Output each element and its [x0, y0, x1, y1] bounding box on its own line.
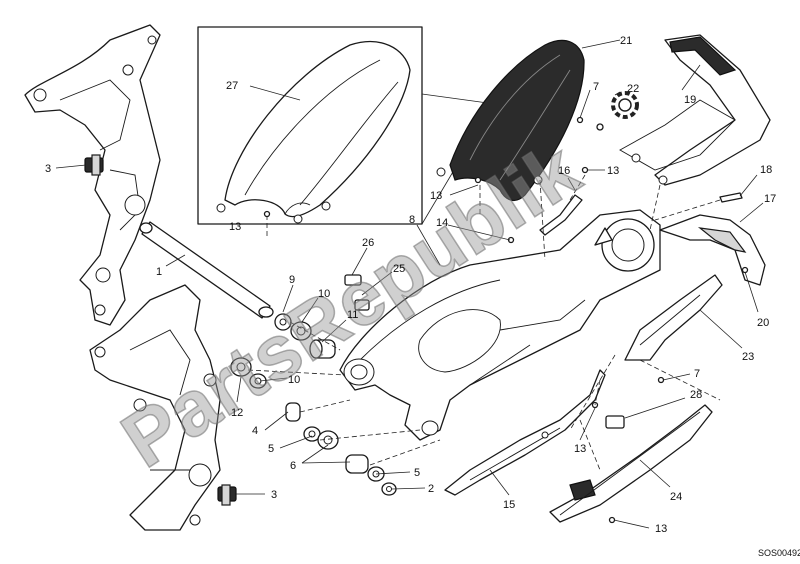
swingarm	[339, 209, 661, 441]
callout-3: 3	[271, 489, 277, 501]
callout-8: 8	[409, 214, 415, 226]
tail-cover	[619, 34, 771, 186]
inset-detail-box	[197, 26, 496, 238]
callout-7: 7	[593, 81, 599, 93]
callout-28: 28	[690, 389, 702, 401]
callout-16: 16	[558, 165, 570, 177]
callout-4: 4	[252, 425, 258, 437]
callout-27: 27	[226, 80, 238, 92]
callout-22: 22	[627, 83, 639, 95]
small-parts	[344, 192, 743, 429]
chain-slider	[624, 274, 723, 361]
assembly-lines	[247, 174, 721, 471]
callout-25: 25	[393, 263, 405, 275]
callout-10: 10	[318, 288, 330, 300]
frame-bracket-lower	[89, 284, 221, 531]
callout-15: 15	[503, 499, 515, 511]
callout-26: 26	[362, 237, 374, 249]
callout-1: 1	[156, 266, 162, 278]
callout-18: 18	[760, 164, 772, 176]
callout-17: 17	[764, 193, 776, 205]
callout-10: 10	[288, 374, 300, 386]
callout-11: 11	[347, 309, 358, 321]
bolt-lower	[217, 484, 237, 506]
callout-5: 5	[268, 443, 274, 455]
callout-23: 23	[742, 351, 754, 363]
callout-2: 2	[428, 483, 434, 495]
callout-9: 9	[289, 274, 295, 286]
chain-guard-upper	[659, 214, 766, 286]
leader-lines	[55, 39, 764, 529]
callout-12: 12	[231, 407, 243, 419]
callout-7: 7	[694, 368, 700, 380]
callout-5: 5	[414, 467, 420, 479]
callout-6: 6	[290, 460, 296, 472]
chain-guard-lower	[444, 369, 606, 496]
drawing-code: SOS00492	[758, 548, 800, 558]
callout-24: 24	[670, 491, 682, 503]
callout-13: 13	[430, 190, 442, 202]
bolt-upper	[84, 154, 104, 176]
gear-icon	[611, 91, 639, 119]
swingarm-spindle	[139, 221, 274, 319]
callout-labels: 21 27 7 22 19 3 13 13 16 13 18 17 8 14 2…	[45, 35, 776, 535]
callout-21: 21	[620, 35, 632, 47]
chain-slider-lower	[549, 404, 713, 523]
callout-14: 14	[436, 217, 448, 229]
callout-19: 19	[684, 94, 696, 106]
callout-13: 13	[574, 443, 586, 455]
callout-13: 13	[607, 165, 619, 177]
frame-bracket-upper	[24, 24, 161, 326]
clip-28	[605, 415, 625, 429]
callout-3: 3	[45, 163, 51, 175]
callout-13: 13	[229, 221, 241, 233]
cable-clip-16	[539, 194, 583, 236]
bearing-spacer-stack	[230, 313, 397, 496]
callout-13: 13	[655, 523, 667, 535]
callout-20: 20	[757, 317, 769, 329]
